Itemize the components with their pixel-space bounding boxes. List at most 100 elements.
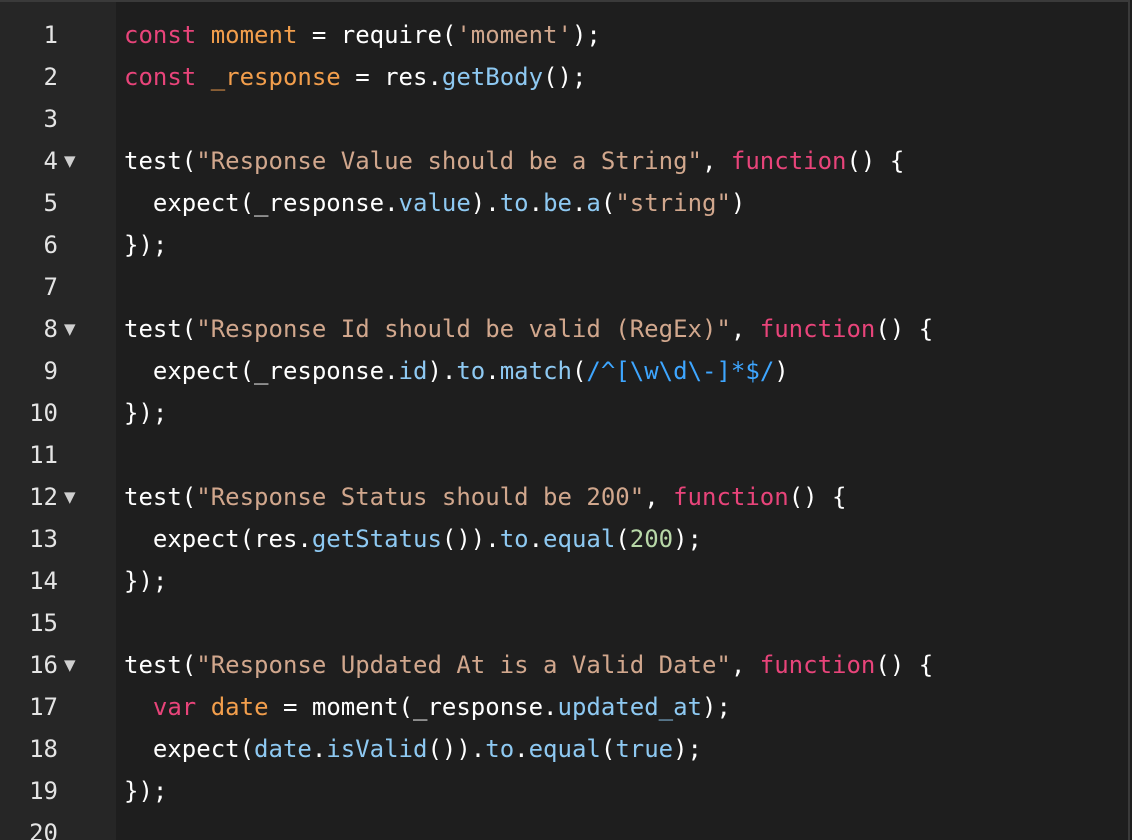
code-line[interactable]: 18 expect(date.isValid()).to.equal(true)… xyxy=(0,728,1128,770)
code-token: () { xyxy=(846,147,905,175)
code-line[interactable]: 8 ▼ test("Response Id should be valid (Reg… xyxy=(0,308,1128,350)
code-token: ( xyxy=(615,525,630,553)
code-line[interactable]: 16▼test("Response Updated At is a Valid … xyxy=(0,644,1128,686)
code-text: }); xyxy=(124,392,167,434)
fold-arrow-down-icon[interactable]: ▼ xyxy=(64,656,76,674)
code-line[interactable]: 5 expect(_response.value).to.be.a("strin… xyxy=(0,182,1128,224)
code-text: expect(date.isValid()).to.equal(true); xyxy=(124,728,702,770)
code-line[interactable]: 17 var date = moment(_response.updated_a… xyxy=(0,686,1128,728)
code-token: isValid xyxy=(326,735,428,763)
code-token: ) xyxy=(730,189,746,217)
code-text: expect(_response.value).to.be.a("string"… xyxy=(124,182,745,224)
code-token: ). xyxy=(427,357,457,385)
code-token: 'moment' xyxy=(456,21,572,49)
code-token: (); xyxy=(543,63,587,91)
line-number-gutter xyxy=(0,2,116,840)
code-token: ); xyxy=(702,693,731,721)
code-token: function xyxy=(759,315,876,343)
code-text: var date = moment(_response.updated_at); xyxy=(124,686,731,728)
code-line[interactable]: 12 ▼ test("Response Status should be 200",… xyxy=(0,476,1128,518)
code-line[interactable]: 3 xyxy=(0,98,1128,140)
code-token: "Response Status should be 200" xyxy=(196,483,645,511)
code-line[interactable]: 7 xyxy=(0,266,1128,308)
code-text: }); xyxy=(124,770,167,812)
code-token: ) xyxy=(774,357,789,385)
code-token: "string" xyxy=(615,189,731,217)
code-token: = moment(_response. xyxy=(268,693,558,721)
code-token: /^[\w\d\-]*$/ xyxy=(586,357,775,385)
code-token: function xyxy=(730,147,847,175)
code-token: ( xyxy=(600,735,616,763)
line-number: 17 xyxy=(29,693,58,721)
code-token: function xyxy=(759,651,876,679)
code-token: function xyxy=(673,483,789,511)
code-token: }); xyxy=(124,777,168,805)
fold-arrow-down-icon[interactable]: ▼ xyxy=(64,320,76,338)
code-token: . xyxy=(311,735,327,763)
code-text: test("Response Updated At is a Valid Dat… xyxy=(124,644,933,686)
fold-arrow-down-icon[interactable]: ▼ xyxy=(64,488,76,506)
code-token: "Response Value should be a String" xyxy=(196,147,702,175)
code-token: getBody xyxy=(441,63,544,91)
code-line[interactable]: 4▼test("Response Value should be a Strin… xyxy=(0,140,1128,182)
code-token: , xyxy=(730,315,760,343)
code-token: , xyxy=(701,147,731,175)
code-token: , xyxy=(644,483,674,511)
code-token: equal xyxy=(543,525,616,553)
code-token: () { xyxy=(875,315,934,343)
code-token: date xyxy=(254,735,312,763)
line-number: 15 xyxy=(29,609,58,637)
line-number: 18 xyxy=(29,735,58,763)
code-token: const xyxy=(124,21,197,49)
code-line[interactable]: 6}); xyxy=(0,224,1128,266)
code-token: expect(_response. xyxy=(124,189,399,217)
code-token: . xyxy=(528,189,544,217)
code-token: ). xyxy=(470,189,500,217)
line-number: 2 xyxy=(43,63,58,91)
code-token xyxy=(196,693,210,721)
code-token xyxy=(124,693,153,721)
code-line[interactable]: 13 expect(res.getStatus()).to.equal(200)… xyxy=(0,518,1128,560)
code-token: 200 xyxy=(629,525,674,553)
line-number: 8 xyxy=(43,315,58,343)
code-token: . xyxy=(528,525,544,553)
code-token: ( xyxy=(571,357,587,385)
code-token: be xyxy=(543,189,572,217)
line-number: 5 xyxy=(43,189,58,217)
code-text: test("Response Status should be 200", fu… xyxy=(124,476,846,518)
code-line[interactable]: 10}); xyxy=(0,392,1128,434)
code-line[interactable]: 11 xyxy=(0,434,1128,476)
code-token: match xyxy=(499,357,572,385)
code-text: }); xyxy=(124,224,167,266)
line-number: 19 xyxy=(29,777,58,805)
code-token: ); xyxy=(673,735,703,763)
code-token: . xyxy=(485,357,500,385)
code-token: a xyxy=(586,189,601,217)
code-token xyxy=(196,63,210,91)
code-token: moment xyxy=(210,21,298,49)
code-token: test( xyxy=(124,651,197,679)
code-line[interactable]: 19}); xyxy=(0,770,1128,812)
code-token: to xyxy=(499,525,529,553)
line-number: 12 xyxy=(29,483,58,511)
code-token: . xyxy=(571,189,587,217)
code-line[interactable]: 14}); xyxy=(0,560,1128,602)
code-token: ( xyxy=(600,189,616,217)
code-token: = res. xyxy=(340,63,442,91)
code-line[interactable]: 15 xyxy=(0,602,1128,644)
code-token: = require( xyxy=(297,21,457,49)
code-token: }); xyxy=(124,567,168,595)
code-line[interactable]: 9 expect(_response.id).to.match(/^[\w\d\… xyxy=(0,350,1128,392)
fold-arrow-down-icon[interactable]: ▼ xyxy=(64,152,76,170)
code-token: () { xyxy=(788,483,847,511)
code-token: }); xyxy=(124,231,168,259)
line-number: 3 xyxy=(43,105,58,133)
code-text: test("Response Id should be valid (RegEx… xyxy=(124,308,933,350)
line-number: 13 xyxy=(29,525,58,553)
code-token: expect(_response. xyxy=(124,357,399,385)
code-line[interactable]: 20 xyxy=(0,812,1128,840)
code-token: var xyxy=(152,693,197,721)
